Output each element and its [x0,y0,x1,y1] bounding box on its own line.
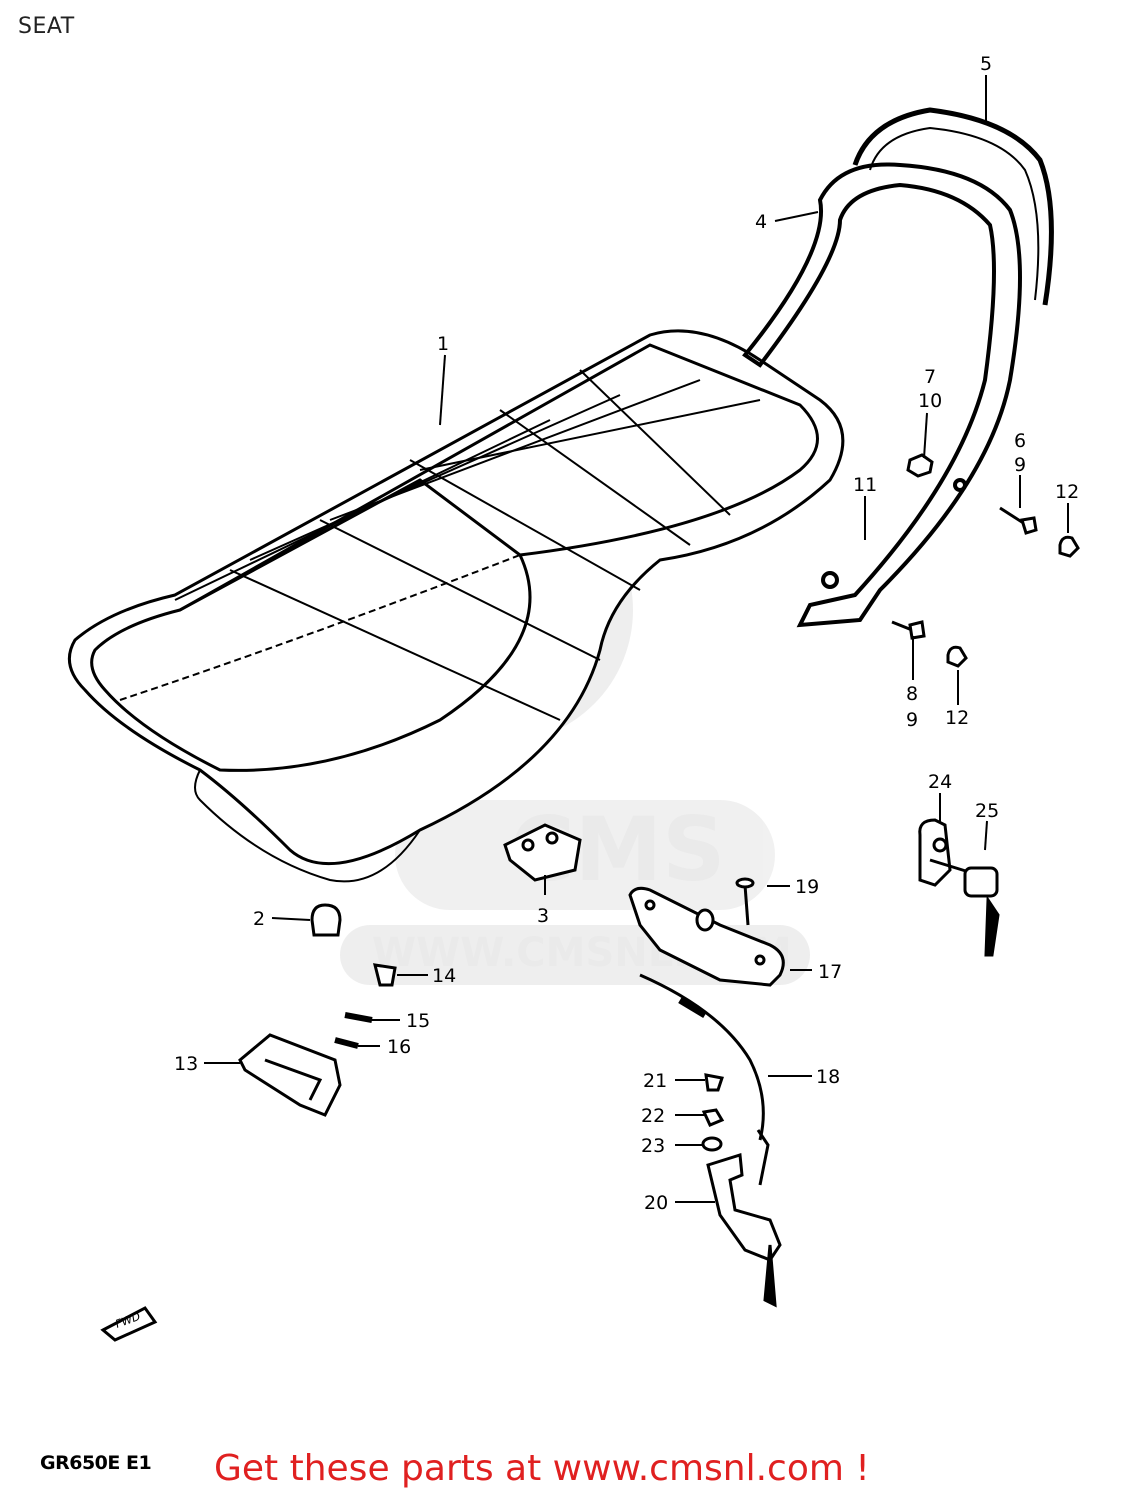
model-code: GR650E E1 [40,1452,152,1474]
callout-7: 7 [924,366,936,388]
callout-12b: 12 [945,707,969,729]
hardware-parts [100,453,1080,1342]
cap-part-12a [1058,535,1080,558]
leader-lines [204,75,1069,1203]
callout-6: 6 [1014,430,1026,452]
callout-1: 1 [437,333,449,355]
nut-part-7 [906,453,934,478]
fwd-arrow-icon [100,1306,158,1342]
callout-8: 8 [906,683,918,705]
callout-12a: 12 [1055,481,1079,503]
callout-18: 18 [816,1066,840,1088]
callout-20: 20 [644,1192,668,1214]
callout-25: 25 [975,800,999,822]
grab-rail-part [742,162,1022,628]
page-title: SEAT [18,14,75,39]
callout-21: 21 [643,1070,667,1092]
callout-22: 22 [641,1105,665,1127]
callout-5: 5 [980,53,992,75]
promo-banner-link[interactable]: Get these parts at www.cmsnl.com ! [214,1448,870,1489]
callout-11: 11 [853,474,877,496]
rail-cover-part [852,107,1054,306]
callout-24: 24 [928,771,952,793]
hook-part-13 [238,1033,342,1117]
seat-part [67,329,845,883]
callout-17: 17 [818,961,842,983]
callout-9a: 9 [1014,454,1026,476]
callout-16: 16 [387,1036,411,1058]
bracket-part-17 [628,886,785,987]
callout-10: 10 [918,390,942,412]
callout-3: 3 [537,905,549,927]
callout-4: 4 [755,211,767,233]
callout-13: 13 [174,1053,198,1075]
callout-14: 14 [432,965,456,987]
lock-part-24 [918,818,952,887]
callout-19: 19 [795,876,819,898]
callout-2: 2 [253,908,265,930]
block-part-3 [503,823,582,882]
callout-23: 23 [641,1135,665,1157]
lock-part-20 [706,1153,782,1262]
cap-part-12b [946,645,968,668]
cushion-part-2 [310,903,342,937]
seat-exploded-diagram: CMS WWW.CMSNL.COM [67,53,1080,1342]
callout-9b: 9 [906,709,918,731]
callout-15: 15 [406,1010,430,1032]
cable-part-18 [639,973,765,1141]
